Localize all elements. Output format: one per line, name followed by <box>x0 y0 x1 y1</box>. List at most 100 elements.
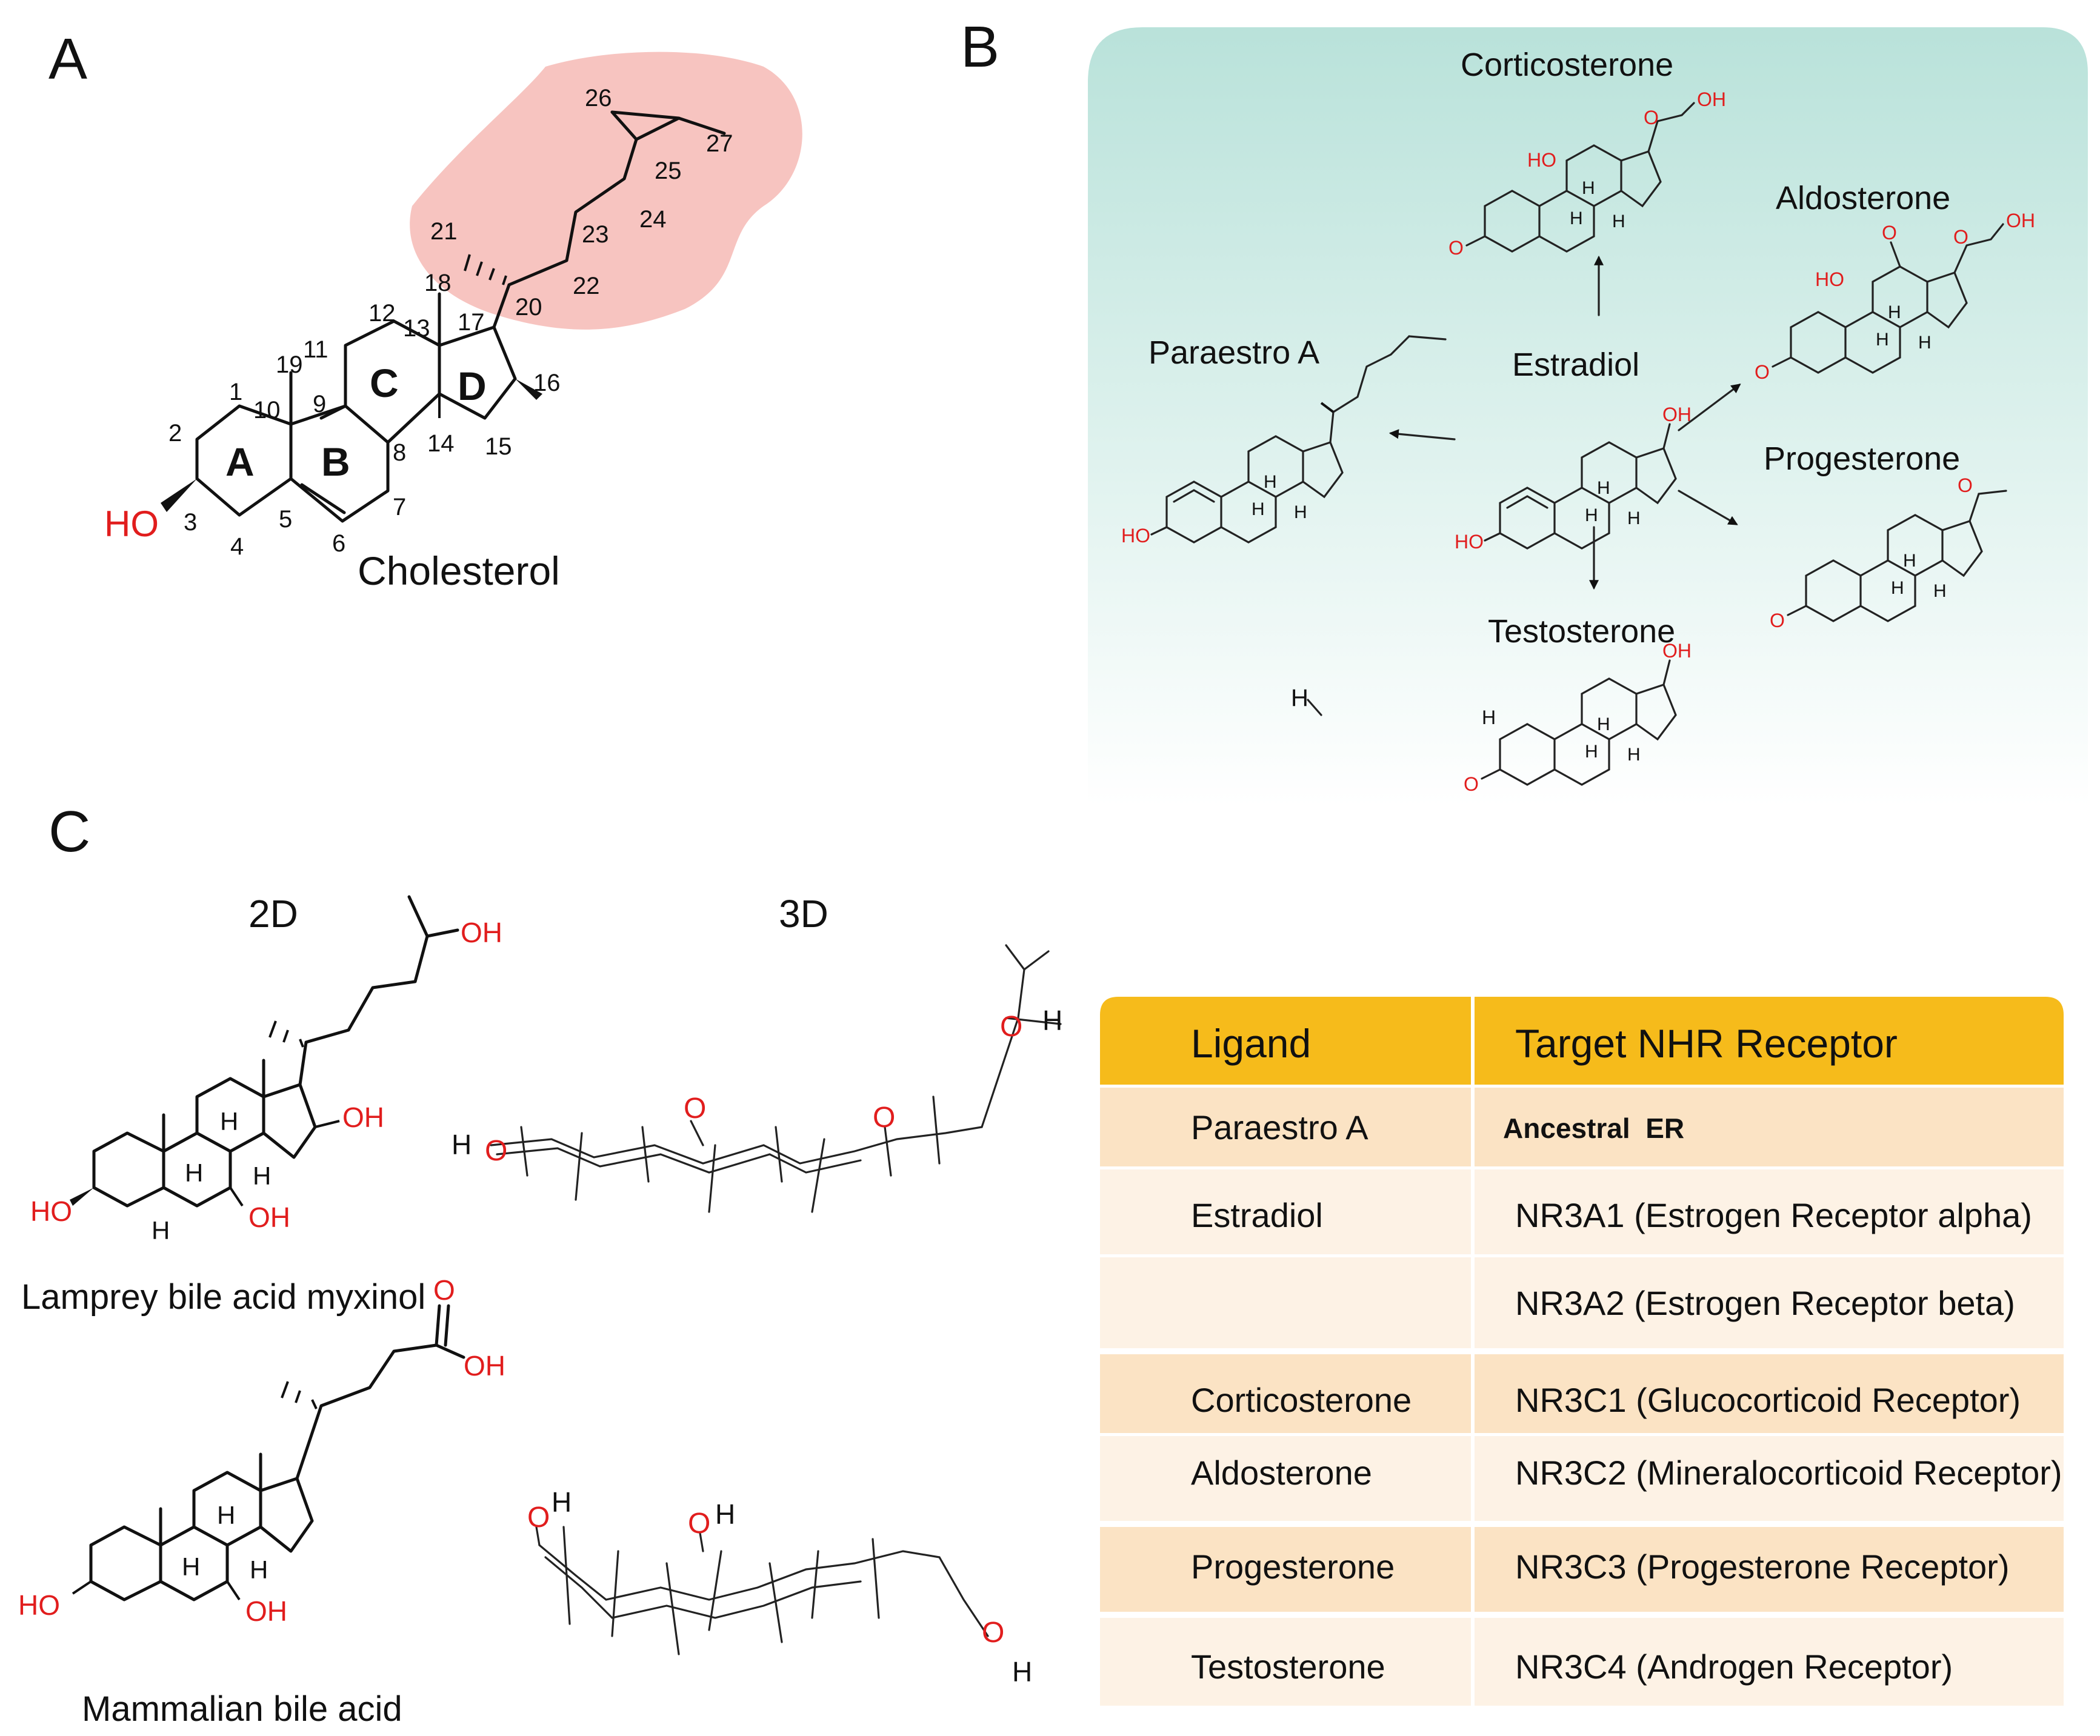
cholesterol-name: Cholesterol <box>358 548 560 593</box>
aldosterone-c11-ho: HO <box>1815 268 1844 290</box>
aldosterone-name: Aldosterone <box>1776 180 1950 216</box>
hashed-c21 <box>464 254 507 285</box>
corticosterone-name: Corticosterone <box>1461 47 1673 83</box>
carbon-17: 17 <box>458 309 485 336</box>
paraestro-a-h9: H <box>1252 499 1265 519</box>
panel-b: B Corticosterone O HO O OH H H H Aldoste… <box>961 15 2088 806</box>
carbon-8: 8 <box>393 439 406 466</box>
corticosterone-h8: H <box>1582 178 1595 198</box>
carbon-20: 20 <box>515 294 542 321</box>
ligand-receptor-table: Ligand Target NHR Receptor Paraestro A A… <box>1100 997 2064 1706</box>
testosterone-name: Testosterone <box>1488 613 1675 650</box>
paraestro-a-ho: HO <box>1121 525 1150 547</box>
bile-acid-c7-oh: OH <box>245 1595 287 1627</box>
testosterone-h9: H <box>1585 742 1598 762</box>
header-ligand: Ligand <box>1191 1021 1311 1066</box>
bile-acid-3d-structure: O H O H O H <box>527 1486 1032 1688</box>
row-0-ligand: Paraestro A <box>1191 1108 1368 1146</box>
ring-label-b: B <box>321 439 350 484</box>
testosterone-structure: Testosterone OH O H H H H <box>1464 613 1692 795</box>
column-3d-label: 3D <box>779 892 828 936</box>
bile-acid-3d-hydrogen-3: H <box>1012 1656 1032 1688</box>
myxinol-hashed-c21 <box>268 1020 304 1048</box>
bile-acid-h8: H <box>217 1501 235 1529</box>
carbon-19: 19 <box>276 351 303 378</box>
carbon-4: 4 <box>230 533 244 560</box>
bile-acid-3d-hydrogen-1: H <box>552 1486 572 1518</box>
myxinol-h5: H <box>152 1216 170 1245</box>
column-2d-label: 2D <box>248 892 298 936</box>
row-2-receptor: NR3A2 (Estrogen Receptor beta) <box>1515 1284 2015 1322</box>
corticosterone-h14: H <box>1612 211 1625 231</box>
paraestro-a-structure: Paraestro A HO H H H <box>1121 334 1447 547</box>
table-row: Testosterone NR3C4 (Androgen Receptor) <box>1100 1618 2064 1706</box>
progesterone-h9: H <box>1891 578 1904 598</box>
testosterone-h14: H <box>1627 745 1641 765</box>
row-1-receptor: NR3A1 (Estrogen Receptor alpha) <box>1515 1196 2032 1234</box>
myxinol-3d-oxygen-4: O <box>485 1135 507 1167</box>
carbon-15: 15 <box>485 433 512 460</box>
estradiol-h9: H <box>1585 505 1598 525</box>
cholesterol-hydroxyl: HO <box>104 504 159 544</box>
bond-c25-c26 <box>610 110 638 141</box>
bile-acid-name: Mammalian bile acid <box>82 1689 402 1729</box>
carbon-6: 6 <box>332 530 345 557</box>
table-row: Estradiol NR3A1 (Estrogen Receptor alpha… <box>1100 1169 2064 1254</box>
paraestro-a-h14: H <box>1294 502 1307 522</box>
estradiol-name: Estradiol <box>1512 347 1639 383</box>
myxinol-h9: H <box>185 1159 203 1187</box>
row-4-receptor: NR3C2 (Mineralocorticoid Receptor) <box>1515 1454 2062 1492</box>
carbon-12: 12 <box>368 300 396 327</box>
ring-label-d: D <box>458 364 487 408</box>
bile-acid-h9: H <box>182 1552 200 1581</box>
table-header-bg <box>1100 997 2064 1085</box>
carbon-10: 10 <box>253 397 281 424</box>
carbon-7: 7 <box>393 494 406 520</box>
bile-acid-3d-oxygen-2: O <box>688 1508 710 1540</box>
carbon-22: 22 <box>573 273 600 299</box>
bile-acid-2d-structure: O OH HO OH H H H <box>18 1274 505 1627</box>
carbon-16: 16 <box>533 370 561 396</box>
myxinol-2d-structure: HO OH OH OH H H H H <box>30 895 502 1245</box>
myxinol-c27-oh: OH <box>461 917 502 948</box>
carbon-3: 3 <box>184 509 197 536</box>
table-row: NR3A2 (Estrogen Receptor beta) <box>1100 1257 2064 1348</box>
myxinol-3d-oxygen-3: O <box>1000 1011 1022 1043</box>
corticosterone-ketone-o: O <box>1448 237 1464 259</box>
corticosterone-structure: Corticosterone O HO O OH H H H <box>1448 47 1726 259</box>
carbon-9: 9 <box>313 391 326 417</box>
carbon-21: 21 <box>430 218 458 245</box>
bond-c9-h <box>319 404 347 420</box>
table-row: Paraestro A Ancestral ER <box>1100 1088 2064 1166</box>
arrow-to-paraestro-a <box>1388 429 1456 441</box>
testosterone-h8: H <box>1597 714 1610 734</box>
corticosterone-c20-o: O <box>1644 107 1659 128</box>
wedge-c3 <box>161 479 197 512</box>
estradiol-structure: Estradiol OH HO H H H <box>1455 347 1692 553</box>
carbon-5: 5 <box>279 506 292 533</box>
progesterone-name: Progesterone <box>1764 441 1960 477</box>
myxinol-h8: H <box>220 1107 238 1136</box>
aldosterone-c20-o: O <box>1953 226 1968 248</box>
paraestro-a-name: Paraestro A <box>1148 334 1319 371</box>
header-target: Target NHR Receptor <box>1515 1021 1898 1066</box>
panel-c-letter: C <box>48 799 90 864</box>
carbon-13: 13 <box>403 315 430 342</box>
ring-label-a: A <box>225 439 255 484</box>
aldosterone-h14: H <box>1918 333 1932 353</box>
myxinol-3d-structure: O O O H O H <box>452 944 1062 1213</box>
panel-a-letter: A <box>48 27 87 91</box>
carbon-18: 18 <box>424 270 452 296</box>
aldosterone-aldehyde-o: O <box>1882 222 1897 244</box>
wedge-c16 <box>515 379 542 400</box>
aldosterone-ketone-o: O <box>1755 361 1770 383</box>
carbon-25: 25 <box>655 158 682 184</box>
testosterone-h2: H <box>1482 707 1496 728</box>
carbon-23: 23 <box>582 221 609 248</box>
carbon-27: 27 <box>706 130 733 157</box>
aldosterone-structure: Aldosterone O HO O O OH H H H <box>1755 180 2035 383</box>
myxinol-name: Lamprey bile acid myxinol <box>21 1277 425 1317</box>
myxinol-3d-hydrogen-2: H <box>452 1129 472 1160</box>
row-3-ligand: Corticosterone <box>1191 1381 1412 1419</box>
bile-acid-3d-oxygen-1: O <box>527 1502 550 1534</box>
